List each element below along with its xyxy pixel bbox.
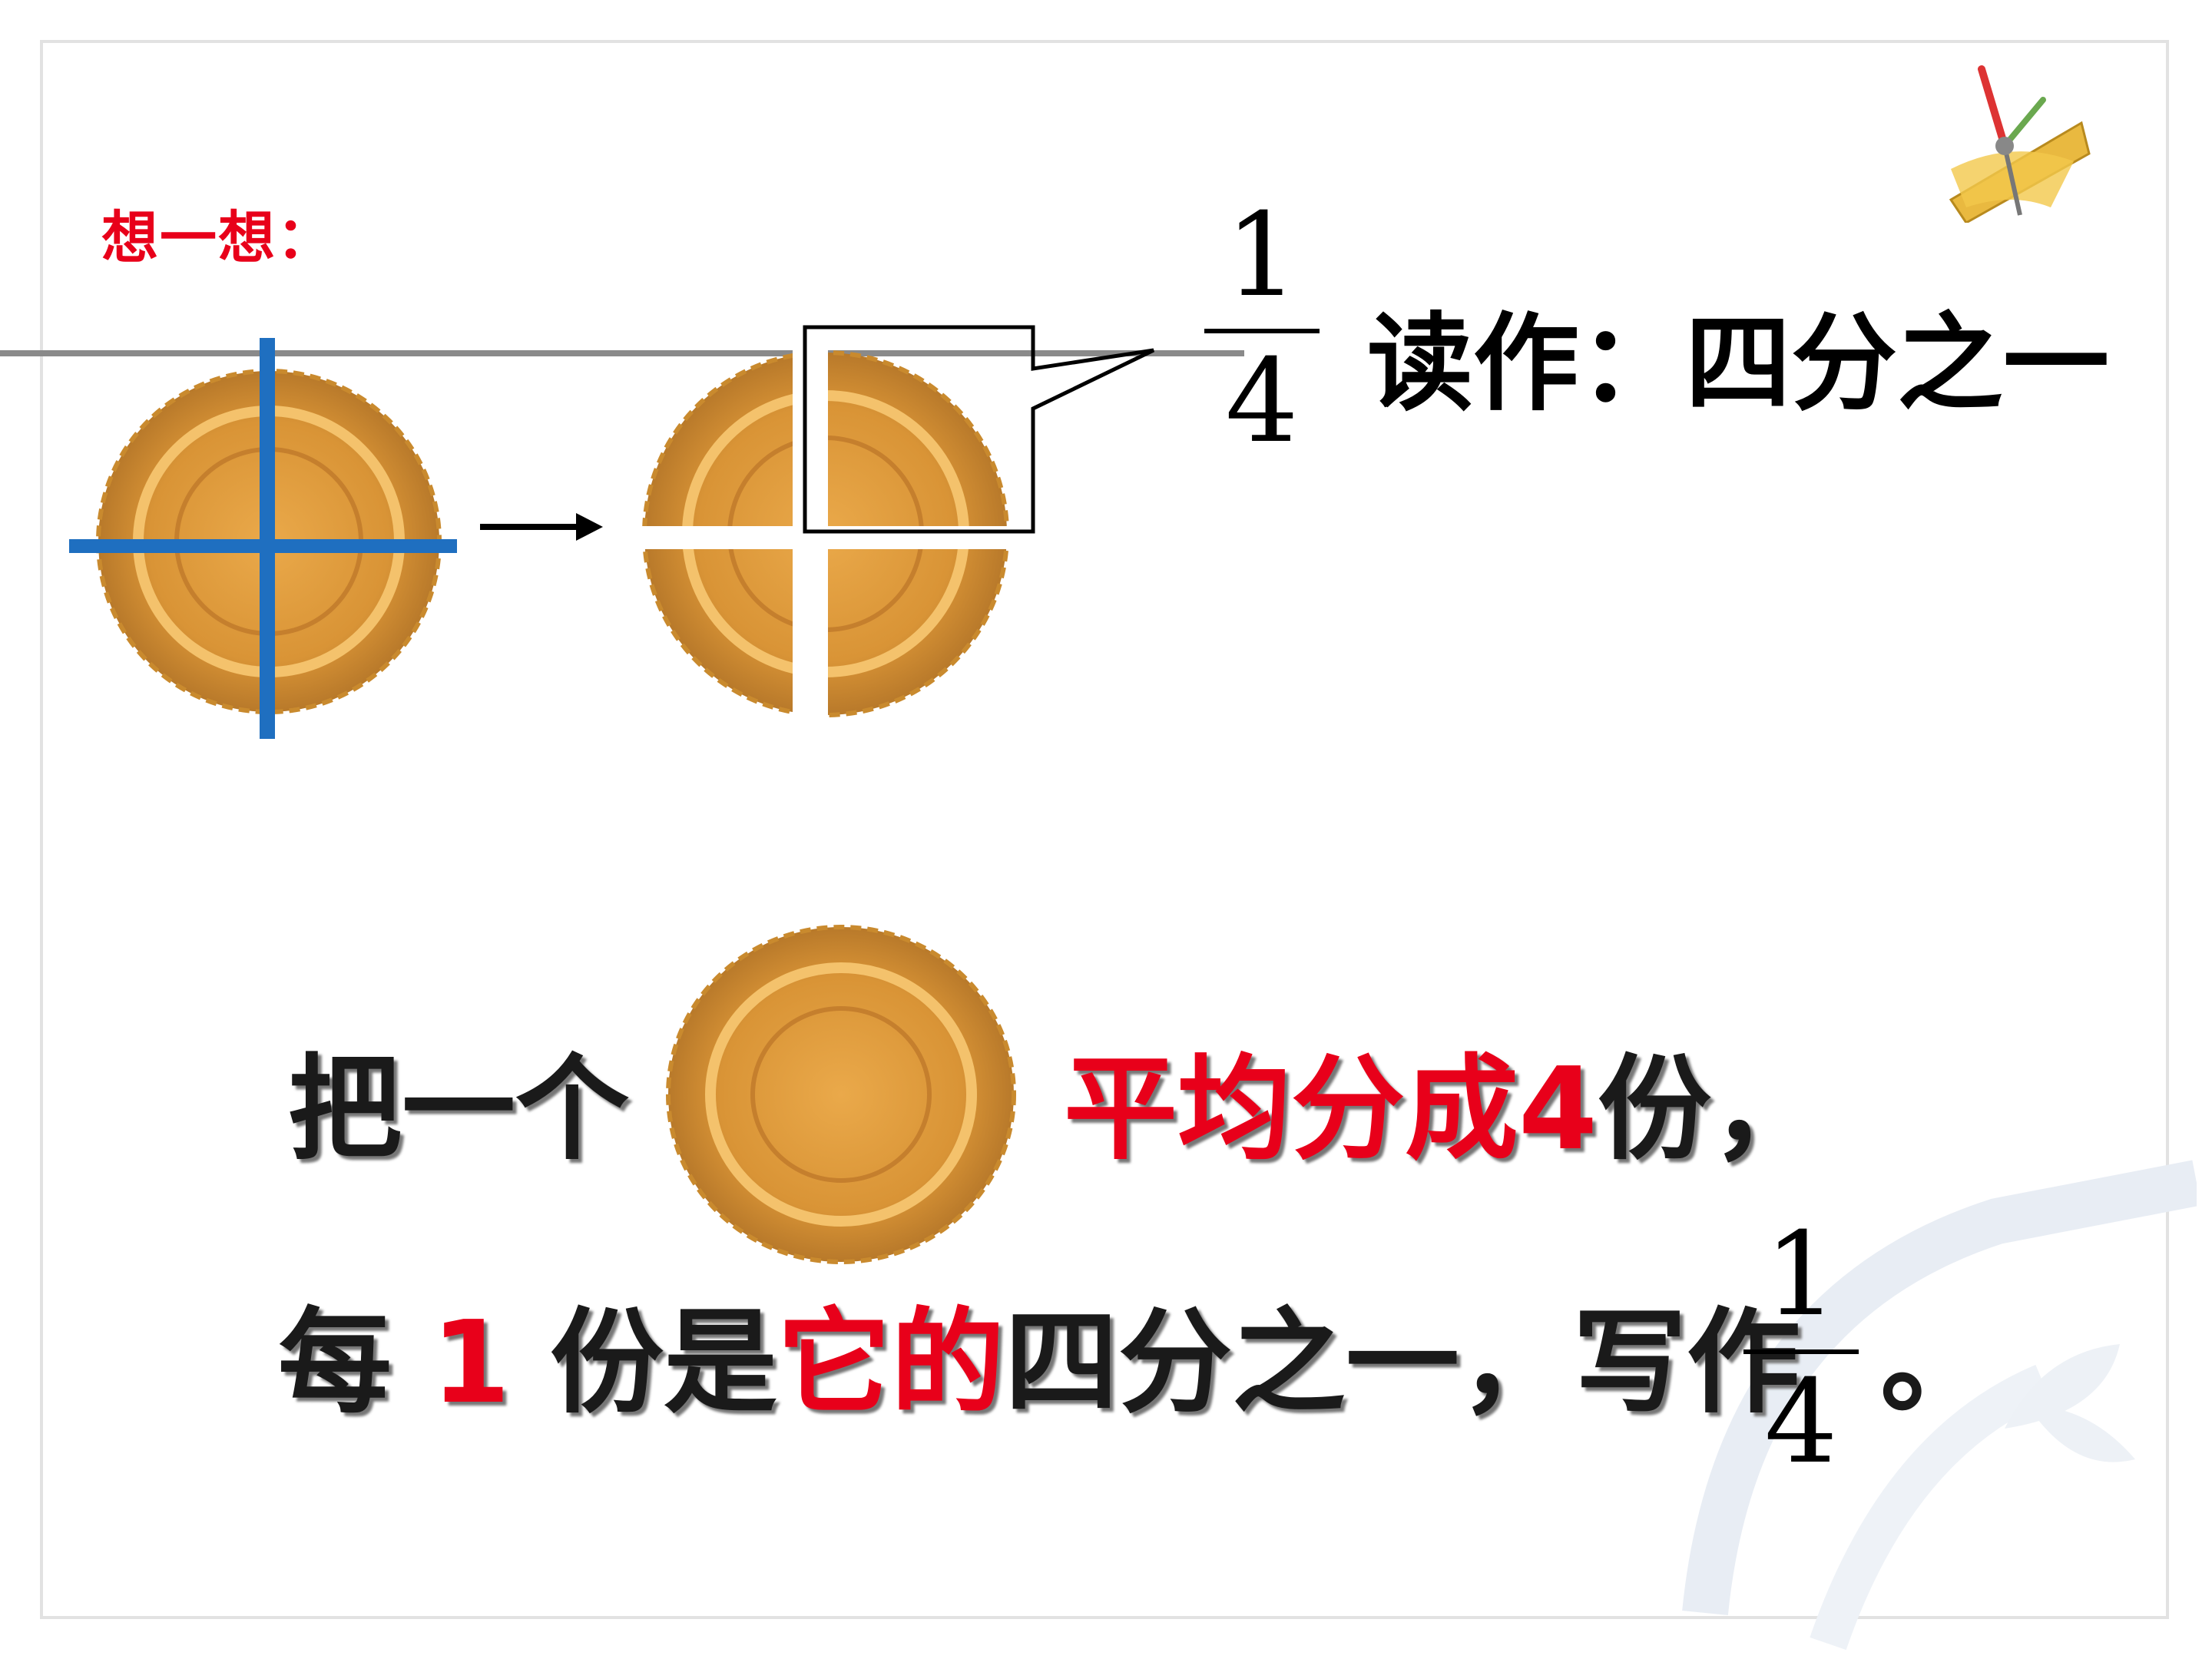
highlight-number: 1 xyxy=(392,1296,551,1429)
sentence-period: 。 xyxy=(1880,1296,1994,1429)
fraction-bar xyxy=(1743,1349,1859,1354)
fraction-one-quarter-bottom: 1 4 xyxy=(1743,1217,1859,1480)
statement-text: 把一个 xyxy=(288,1043,629,1175)
statement-text: 份， xyxy=(1597,1043,1825,1175)
arrow-right-icon xyxy=(480,513,603,541)
mooncake-quartered xyxy=(614,349,1014,726)
compass-ruler-icon xyxy=(1949,65,2091,223)
watermark-logo-icon xyxy=(1682,1160,2197,1651)
statement-text: 平均分成4份， xyxy=(1064,1052,1825,1166)
section-heading: 想一想： xyxy=(101,205,335,271)
mooncake-whole-with-cuts xyxy=(69,338,457,739)
reading-label: 读作：四分之一 xyxy=(1367,302,2110,426)
divider-line xyxy=(0,350,1244,356)
fraction-bar xyxy=(1204,329,1320,333)
slide-frame xyxy=(40,40,2169,1619)
fraction-denominator: 4 xyxy=(1764,1356,1838,1489)
fraction-denominator: 4 xyxy=(1225,335,1299,469)
fraction-numerator: 1 xyxy=(1764,1208,1838,1342)
statement-text: 四分之一，写作 xyxy=(1005,1296,1801,1429)
statement-text: 每 xyxy=(278,1296,392,1429)
statement-text: 份是 xyxy=(550,1296,778,1429)
highlight-text: 它的 xyxy=(777,1296,1005,1429)
fraction-one-quarter-top: 1 4 xyxy=(1204,198,1320,459)
fraction-numerator: 1 xyxy=(1225,189,1299,323)
callout-box xyxy=(803,325,1155,534)
highlight-text: 平均分成4 xyxy=(1064,1043,1598,1175)
statement-line-2: 每 1 份是它的四分之一，写作 xyxy=(278,1306,1800,1419)
mooncake-image xyxy=(666,925,1016,1264)
